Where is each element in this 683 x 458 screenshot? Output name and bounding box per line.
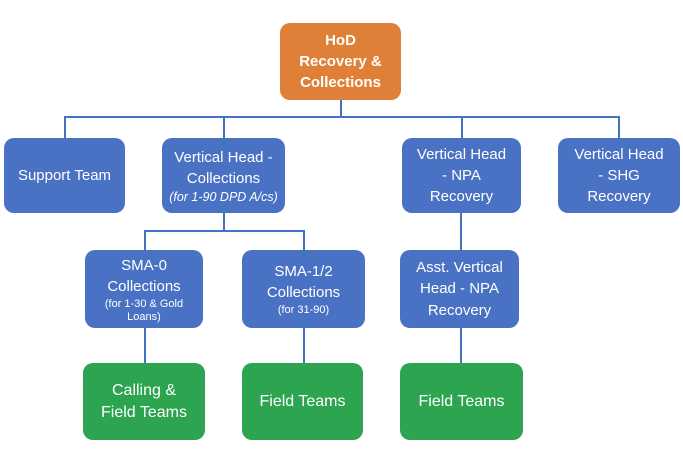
- node-label: Field Teams: [259, 392, 346, 410]
- connector-drop-shg: [618, 116, 620, 138]
- node-sublabel: (for 1-90 DPD A/cs): [169, 190, 278, 205]
- connector-drop-npa: [461, 116, 463, 138]
- node-sublabel: (for 1-30 & Gold Loans): [104, 298, 184, 323]
- node-field-teams-sma: Field Teams: [242, 363, 363, 440]
- connector-drop-sma12: [303, 230, 305, 250]
- node-label: HoD Recovery & Collections: [299, 32, 382, 91]
- connector-drop-collections: [223, 116, 225, 138]
- node-sublabel: (for 31-90): [277, 304, 330, 317]
- node-label: Vertical Head - SHG Recovery: [574, 145, 664, 206]
- node-calling-field-teams: Calling & Field Teams: [83, 363, 205, 440]
- node-label: Calling & Field Teams: [101, 381, 187, 421]
- connector-sma12-team: [303, 328, 305, 363]
- connector-level3-bar: [144, 230, 304, 232]
- node-asst-vertical-head-npa: Asst. Vertical Head - NPA Recovery: [400, 250, 519, 328]
- node-label: Vertical Head - Collections: [174, 148, 273, 187]
- node-sma0-collections: SMA-0 Collections (for 1-30 & Gold Loans…: [85, 250, 203, 328]
- node-vertical-head-shg: Vertical Head - SHG Recovery: [558, 138, 680, 213]
- connector-drop-sma0: [144, 230, 146, 250]
- node-label: Field Teams: [418, 392, 505, 410]
- connector-level2-bar: [64, 116, 619, 118]
- connector-asst-team: [460, 328, 462, 363]
- connector-sma0-team: [144, 328, 146, 363]
- connector-drop-support: [64, 116, 66, 138]
- node-support-team: Support Team: [4, 138, 125, 213]
- node-vertical-head-collections: Vertical Head - Collections (for 1-90 DP…: [162, 138, 285, 213]
- node-label: Support Team: [17, 166, 112, 184]
- connector-npa-asst: [460, 213, 462, 250]
- connector-collections-stem: [223, 213, 225, 231]
- connector-root-stem: [340, 100, 342, 117]
- node-vertical-head-npa: Vertical Head - NPA Recovery: [402, 138, 521, 213]
- node-label: SMA-1/2 Collections: [266, 262, 341, 302]
- node-field-teams-npa: Field Teams: [400, 363, 523, 440]
- node-label: Vertical Head - NPA Recovery: [416, 145, 507, 206]
- node-hod-recovery-collections: HoD Recovery & Collections: [280, 23, 401, 100]
- node-label: Asst. Vertical Head - NPA Recovery: [416, 259, 503, 319]
- node-sma12-collections: SMA-1/2 Collections (for 31-90): [242, 250, 365, 328]
- node-label: SMA-0 Collections: [107, 256, 181, 295]
